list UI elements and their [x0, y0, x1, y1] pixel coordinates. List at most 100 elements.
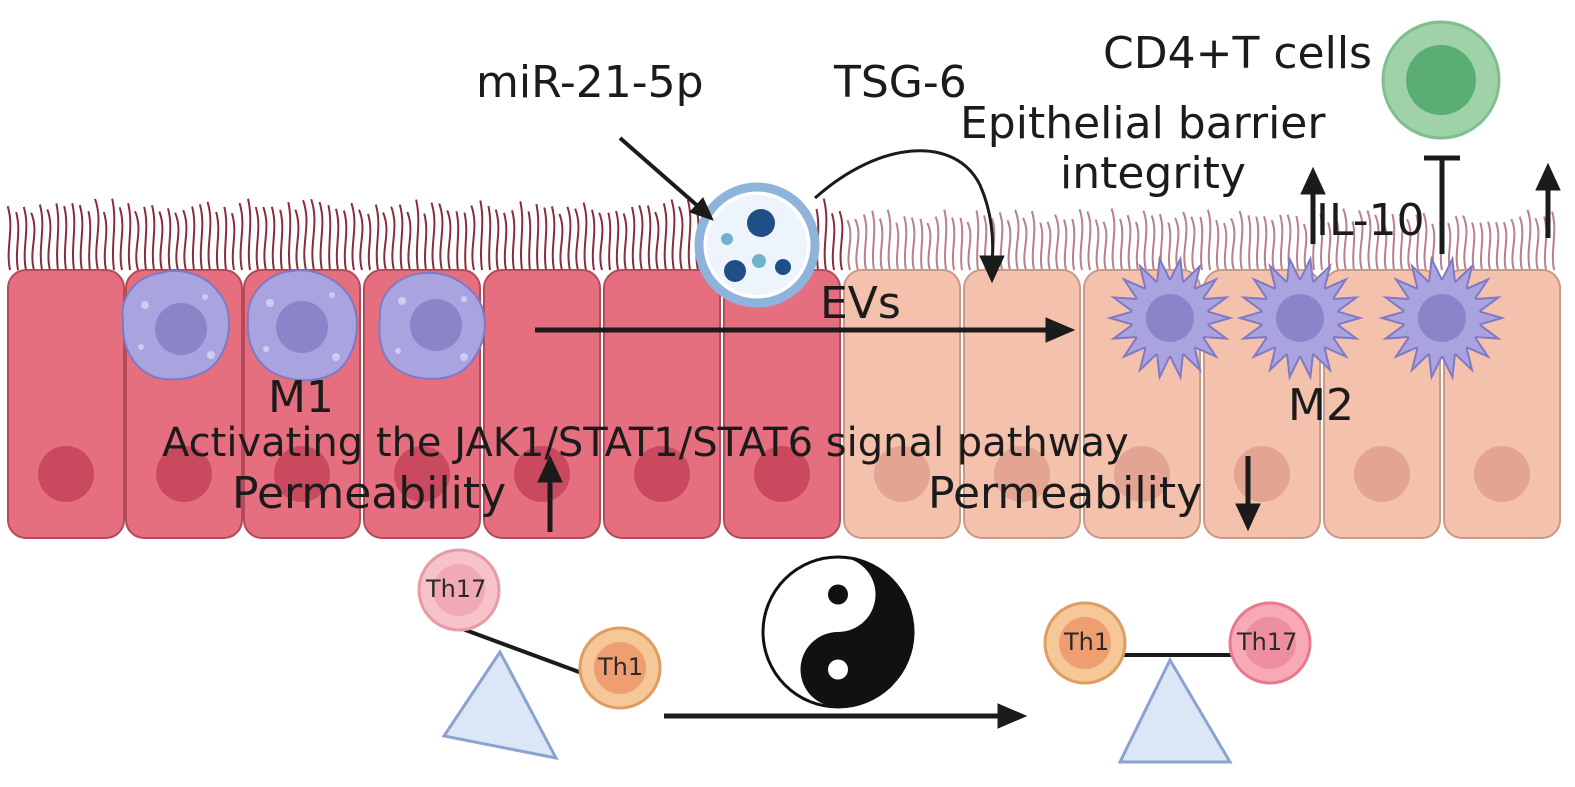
- cilium: [678, 206, 684, 271]
- cilium: [15, 211, 20, 271]
- balance-scale-icon: [417, 548, 662, 761]
- arrowhead: [979, 255, 1005, 284]
- cell-nucleus: [1474, 446, 1530, 502]
- cilium: [1078, 208, 1084, 271]
- cilium: [1039, 222, 1044, 271]
- cilium: [1110, 208, 1116, 271]
- cilium: [519, 201, 524, 271]
- cilium: [342, 210, 348, 271]
- cilium: [630, 206, 636, 271]
- cilium: [1270, 219, 1276, 271]
- cilium: [78, 204, 84, 271]
- cilium: [1006, 219, 1012, 271]
- cilium: [470, 205, 476, 271]
- cilium: [1215, 219, 1220, 271]
- epithelial-cell: [843, 269, 961, 539]
- cilium: [550, 206, 556, 271]
- macrophage-icon: [1378, 255, 1506, 381]
- cilium: [367, 213, 372, 271]
- cell-nucleus: [274, 446, 330, 502]
- cilium: [1119, 218, 1124, 271]
- cell-nucleus: [394, 446, 450, 502]
- arrowhead: [1535, 162, 1561, 191]
- arrows: [535, 136, 1561, 729]
- cilium: [1551, 211, 1556, 271]
- cilium: [438, 203, 444, 271]
- cilium: [174, 212, 180, 271]
- cilium: [975, 210, 980, 271]
- pathway-label: Activating the JAK1/STAT1/STAT6 signal p…: [162, 420, 1129, 466]
- th1-right-label: Th1: [1063, 628, 1109, 656]
- cilium: [415, 199, 420, 271]
- cilium: [582, 202, 588, 271]
- cell-nucleus: [38, 446, 94, 502]
- cilium: [335, 208, 340, 271]
- cilium: [1406, 218, 1412, 271]
- cilium: [22, 206, 28, 271]
- cilium: [55, 203, 60, 271]
- m2-macrophages: [1106, 255, 1506, 381]
- cilium: [1126, 214, 1132, 271]
- cilium: [94, 198, 100, 271]
- cilium: [1230, 218, 1236, 271]
- cilium: [279, 209, 284, 271]
- cilium: [494, 209, 500, 271]
- cilium: [686, 199, 692, 271]
- cilium: [270, 206, 276, 271]
- cilium: [670, 199, 676, 271]
- arrowhead: [997, 703, 1028, 729]
- cilium: [318, 201, 324, 271]
- cilium: [615, 210, 620, 271]
- permeability-right-label: Permeability: [928, 468, 1202, 519]
- cilium: [1182, 211, 1188, 271]
- cilium: [423, 213, 428, 271]
- cilium: [574, 208, 580, 271]
- arrowhead: [689, 197, 714, 221]
- cilium: [1102, 221, 1108, 271]
- cilium: [1391, 213, 1396, 271]
- cell-nucleus: [1354, 446, 1410, 502]
- cd4-label: CD4+T cells: [1103, 28, 1372, 79]
- m1-label: M1: [268, 372, 334, 423]
- epithelial-barrier-label: Epithelial barrier: [960, 98, 1326, 149]
- cilium: [1495, 221, 1500, 271]
- cilium: [1518, 216, 1524, 271]
- cilium: [1543, 216, 1548, 271]
- cilium: [878, 218, 884, 271]
- cilium: [1502, 222, 1508, 271]
- cilium: [558, 213, 564, 271]
- cilium: [287, 201, 292, 271]
- m1-macrophages: [121, 269, 486, 382]
- epithelial-cell: [483, 269, 601, 539]
- cilium: [350, 202, 356, 271]
- cilium: [87, 210, 92, 271]
- cilium: [1014, 209, 1020, 271]
- cilium: [1510, 218, 1516, 271]
- epithelial-cell: [603, 269, 721, 539]
- cell-nucleus: [634, 446, 690, 502]
- cilium: [230, 212, 236, 271]
- cilium: [830, 213, 836, 271]
- cilium: [487, 205, 492, 271]
- cilium: [455, 211, 460, 271]
- cilium: [127, 203, 132, 271]
- cell-nucleus: [156, 446, 212, 502]
- cilium: [1462, 215, 1468, 271]
- cilium: [862, 214, 868, 271]
- cilium: [566, 206, 572, 271]
- extracellular-vesicle-icon: [694, 182, 820, 308]
- cilium: [1054, 214, 1060, 271]
- cilium: [1358, 210, 1364, 271]
- t-cell-icon: [417, 548, 501, 632]
- cilium: [302, 199, 308, 271]
- arrowhead: [1045, 317, 1076, 343]
- cilium: [30, 212, 36, 271]
- cilium: [182, 209, 188, 271]
- cilium: [886, 209, 892, 271]
- cilium: [102, 211, 108, 271]
- cilium: [1207, 209, 1212, 271]
- cilium: [934, 216, 940, 271]
- cilium: [943, 209, 948, 271]
- cilium: [238, 202, 244, 271]
- macrophage-icon: [246, 269, 358, 382]
